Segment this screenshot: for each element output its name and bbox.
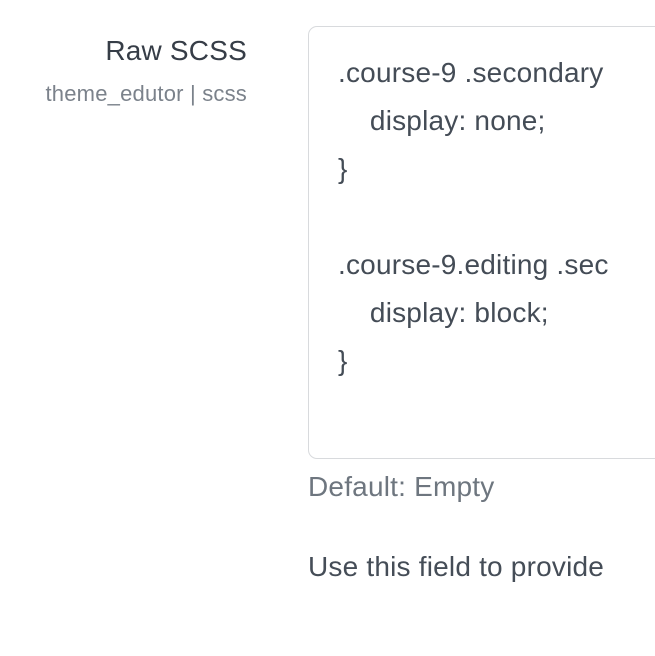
field-help-text: Use this field to provide xyxy=(308,551,605,582)
code-line: .course-9.editing .sec xyxy=(338,249,609,280)
field-input-column: .course-9 .secondary display: none; } .c… xyxy=(308,26,655,585)
code-line: display: none; xyxy=(338,105,546,136)
code-line: } xyxy=(338,345,348,376)
code-line xyxy=(338,193,655,241)
default-value-note: Default: Empty xyxy=(308,471,495,502)
code-line: .course-9 .secondary xyxy=(338,57,604,88)
raw-scss-textarea[interactable]: .course-9 .secondary display: none; } .c… xyxy=(308,26,655,459)
field-meta: theme_edutor | scss xyxy=(45,81,247,106)
code-line: display: block; xyxy=(338,297,549,328)
field-label: Raw SCSS xyxy=(105,35,247,66)
code-line: } xyxy=(338,153,348,184)
field-label-column: Raw SCSS theme_edutor | scss xyxy=(0,26,247,585)
raw-scss-field-row: Raw SCSS theme_edutor | scss .course-9 .… xyxy=(0,26,655,585)
